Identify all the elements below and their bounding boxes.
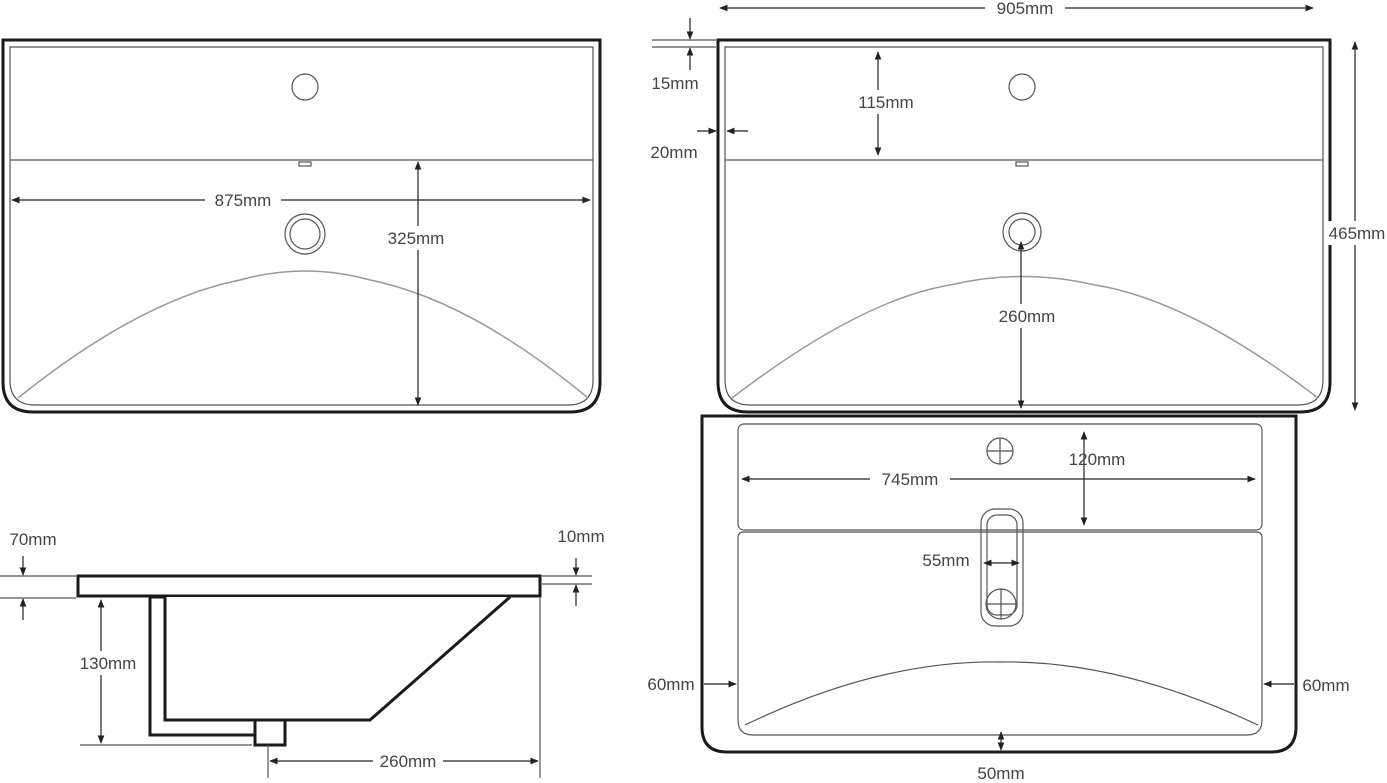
left-wall-label: 60mm	[647, 675, 694, 694]
depth-label: 325mm	[388, 229, 445, 248]
width-label: 875mm	[215, 191, 272, 210]
front-view: 745mm 120mm 55mm 60mm 60mm 50mm	[647, 414, 1350, 783]
top-view-left: 875mm 325mm	[1, 38, 602, 414]
front-wall-label: 50mm	[977, 764, 1024, 783]
overall-width-label: 905mm	[997, 0, 1054, 18]
tap-hole	[1008, 73, 1036, 101]
edge-label: 20mm	[650, 143, 697, 162]
overflow-slot	[980, 508, 1024, 627]
right-wall-label: 60mm	[1302, 676, 1349, 695]
slab-label: 70mm	[9, 530, 56, 549]
deck-label: 120mm	[1069, 450, 1126, 469]
overflow-label: 55mm	[922, 551, 969, 570]
bowl-height-label: 130mm	[80, 654, 137, 673]
drain-offset-label: 260mm	[380, 752, 437, 771]
bowl-width-label: 745mm	[882, 470, 939, 489]
lip-label: 10mm	[557, 527, 604, 546]
tap-hole	[291, 73, 319, 101]
rim-label: 15mm	[651, 74, 698, 93]
drain-label: 260mm	[999, 307, 1056, 326]
side-view: 70mm 10mm 130mm 260mm	[0, 527, 605, 778]
top-view-right: 905mm 465mm 115mm 260mm 15mm 20mm	[650, 0, 1387, 414]
drain	[284, 213, 326, 255]
overall-depth-label: 465mm	[1329, 224, 1386, 243]
deck-label: 115mm	[858, 93, 913, 112]
